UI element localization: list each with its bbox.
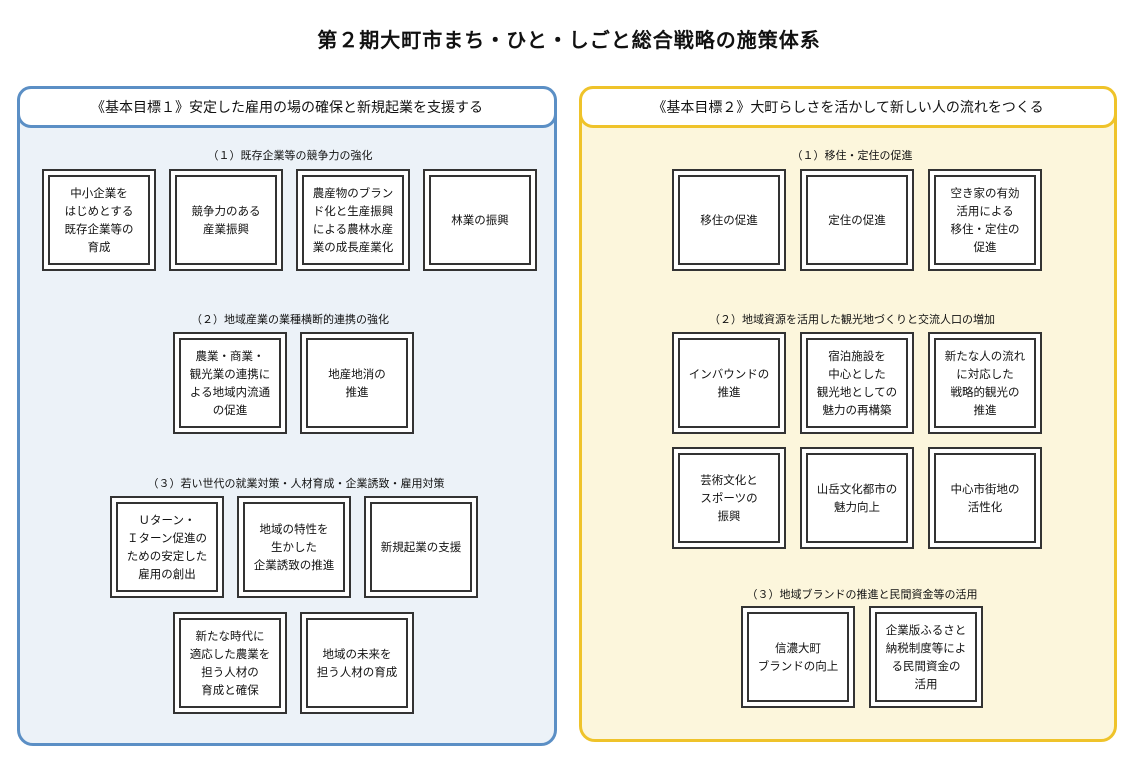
goal1-s3-item-3: 新規起業の支援 (364, 496, 478, 598)
goal1-s1-item-3: 農産物のブラン ド化と生産振興 による農林水産 業の成長産業化 (296, 169, 410, 271)
goal2-s2-item-3: 新たな人の流れ に対応した 戦略的観光の 推進 (928, 332, 1042, 434)
goal2-s3-item-1: 信濃大町 ブランドの向上 (741, 606, 855, 708)
goal1-header: 《基本目標１》安定した雇用の場の確保と新規起業を支援する (17, 86, 557, 128)
goal1-section3-heading: （３）若い世代の就業対策・人材育成・企業誘致・雇用対策 (147, 477, 445, 490)
goal1-s1-item-4: 林業の振興 (423, 169, 537, 271)
goal1-s3-item-4: 新たな時代に 適応した農業を 担う人材の 育成と確保 (173, 612, 287, 714)
goal2-panel: 《基本目標２》大町らしさを活かして新しい人の流れをつくる （１）移住・定住の促進… (579, 86, 1117, 742)
goal1-section2-heading: （２）地域産業の業種横断的連携の強化 (191, 313, 389, 326)
goal2-s2-item-6: 中心市街地の 活性化 (928, 447, 1042, 549)
goal1-s3-item-2: 地域の特性を 生かした 企業誘致の推進 (237, 496, 351, 598)
goal1-s3-item-5: 地域の未来を 担う人材の育成 (300, 612, 414, 714)
goal1-panel: 《基本目標１》安定した雇用の場の確保と新規起業を支援する （１）既存企業等の競争… (17, 86, 557, 746)
goal1-s1-item-2: 競争力のある 産業振興 (169, 169, 283, 271)
goal1-s1-item-1: 中小企業を はじめとする 既存企業等の 育成 (42, 169, 156, 271)
goal2-section1-heading: （１）移住・定住の促進 (791, 149, 913, 162)
goal2-s1-item-2: 定住の促進 (800, 169, 914, 271)
goal2-s3-item-2: 企業版ふるさと 納税制度等によ る民間資金の 活用 (869, 606, 983, 708)
goal2-s1-item-3: 空き家の有効 活用による 移住・定住の 促進 (928, 169, 1042, 271)
goal2-s2-item-4: 芸術文化と スポーツの 振興 (672, 447, 786, 549)
goal2-s2-item-2: 宿泊施設を 中心とした 観光地としての 魅力の再構築 (800, 332, 914, 434)
goal1-s2-item-1: 農業・商業・ 観光業の連携に よる地域内流通 の促進 (173, 332, 287, 434)
goal2-header: 《基本目標２》大町らしさを活かして新しい人の流れをつくる (579, 86, 1117, 128)
goal2-s2-item-5: 山岳文化都市の 魅力向上 (800, 447, 914, 549)
page-title: 第２期大町市まち・ひと・しごと総合戦略の施策体系 (317, 28, 821, 52)
goal1-s3-item-1: Ｕターン・ Ｉターン促進の ための安定した 雇用の創出 (110, 496, 224, 598)
goal1-s2-item-2: 地産地消の 推進 (300, 332, 414, 434)
goal2-s1-item-1: 移住の促進 (672, 169, 786, 271)
goal2-s2-item-1: インバウンドの 推進 (672, 332, 786, 434)
goal1-section1-heading: （１）既存企業等の競争力の強化 (207, 149, 373, 162)
goal2-section2-heading: （２）地域資源を活用した観光地づくりと交流人口の増加 (709, 313, 995, 326)
goal2-section3-heading: （３）地域ブランドの推進と民間資金等の活用 (746, 588, 978, 601)
